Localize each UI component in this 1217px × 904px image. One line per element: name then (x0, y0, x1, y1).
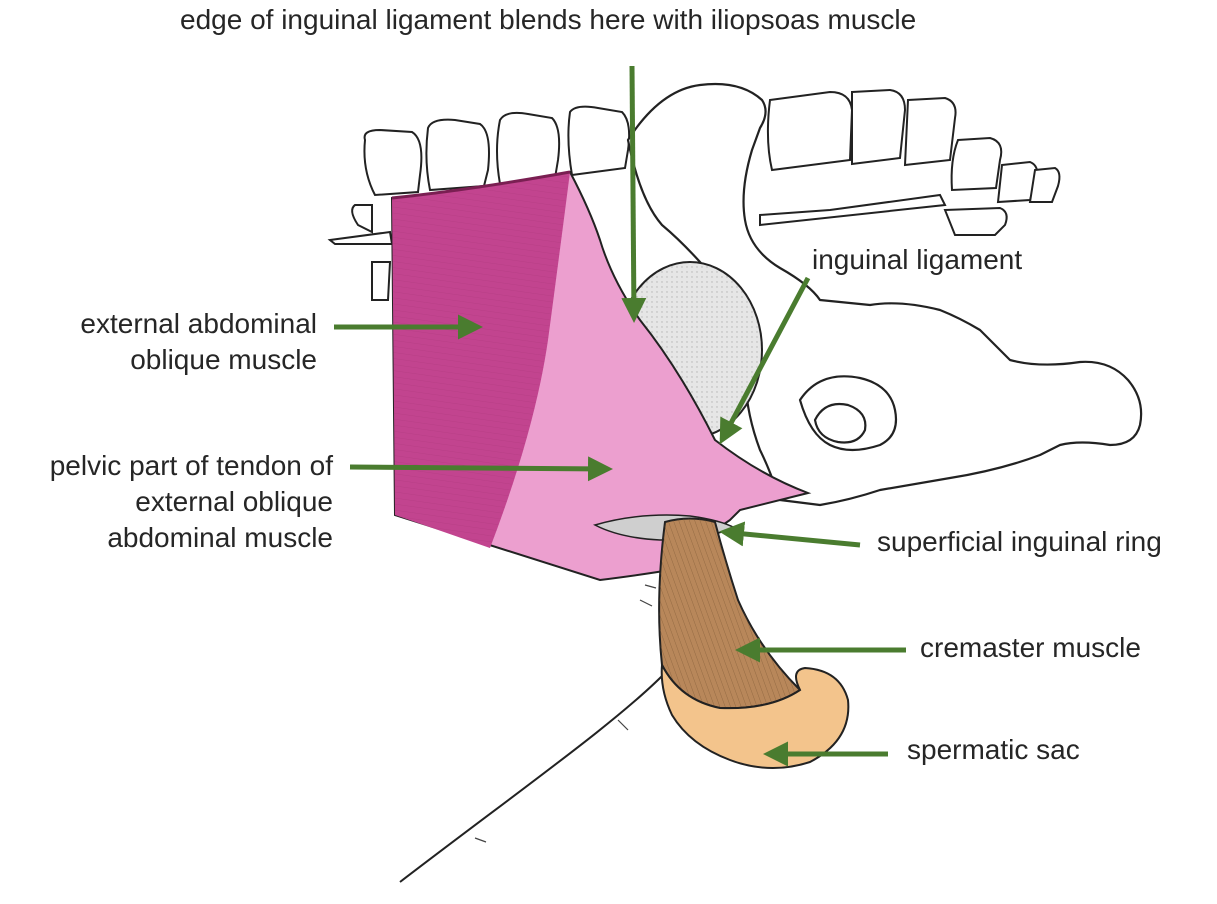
label-inguinal-ligament-text: inguinal ligament (812, 244, 1023, 275)
label-spermatic-sac: spermatic sac (907, 732, 1080, 768)
label-superficial-ring: superficial inguinal ring (877, 524, 1162, 560)
sacral-vertebrae (759, 88, 1061, 236)
external-oblique-muscle (390, 170, 812, 582)
label-spermatic-sac-text: spermatic sac (907, 734, 1080, 765)
body-outline (399, 669, 669, 883)
lumbar-vertebrae (327, 105, 631, 301)
label-external-oblique-line-1: external abdominal (80, 308, 317, 339)
label-pelvic-tendon-line-2: external oblique (135, 486, 333, 517)
arrow-pelvic-tendon (349, 456, 613, 482)
label-pelvic-tendon-line-3: abdominal muscle (107, 522, 333, 553)
label-pelvic-tendon: pelvic part of tendon of external obliqu… (50, 448, 333, 556)
label-pelvic-tendon-line-1: pelvic part of tendon of (49, 450, 333, 481)
label-iliopsoas-edge-text: edge of inguinal ligament blends here wi… (180, 4, 917, 35)
label-inguinal-ligament: inguinal ligament (812, 242, 1022, 278)
label-superficial-ring-text: superficial inguinal ring (877, 526, 1162, 557)
label-cremaster: cremaster muscle (920, 630, 1141, 666)
arrow-inguinal-ligament (719, 276, 811, 445)
spermatic-sac-shape (660, 661, 850, 769)
pelvis-bone (626, 82, 1143, 507)
label-arrows (334, 65, 906, 767)
label-cremaster-text: cremaster muscle (920, 632, 1141, 663)
arrow-superficial-ring (719, 521, 861, 548)
hair-ticks (474, 559, 661, 843)
arrow-iliopsoas-edge (621, 65, 647, 323)
label-external-oblique: external abdominal oblique muscle (80, 306, 317, 378)
label-external-oblique-line-2: oblique muscle (130, 344, 317, 375)
label-iliopsoas-edge: edge of inguinal ligament blends here wi… (180, 2, 916, 38)
cremaster-muscle-shape (658, 517, 802, 710)
